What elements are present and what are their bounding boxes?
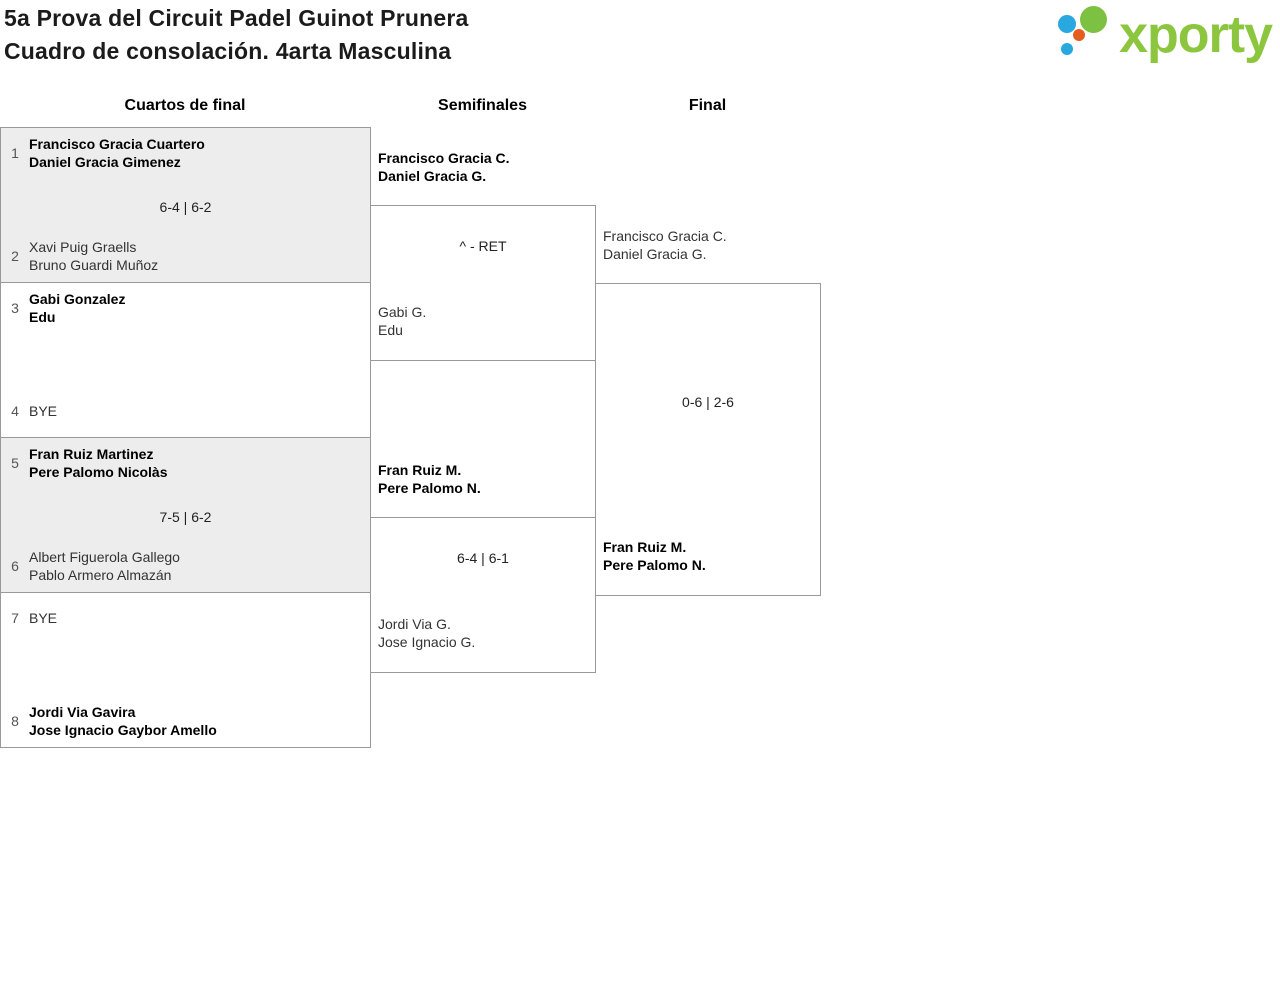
bye-label: BYE <box>29 403 58 419</box>
team-slot-bottom: Fran Ruiz M. Pere Palomo N. <box>603 538 706 574</box>
player-name: Pere Palomo Nicolàs <box>29 464 168 480</box>
team-names: BYE <box>29 609 57 627</box>
player-name: Jose Ignacio G. <box>378 634 476 650</box>
player-name: Francisco Gracia Cuartero <box>29 136 205 152</box>
round-header-quarterfinals: Cuartos de final <box>124 97 246 114</box>
player-name: Pere Palomo N. <box>378 480 481 496</box>
player-name: Xavi Puig Graells <box>29 239 137 255</box>
player-name: Francisco Gracia C. <box>603 228 727 244</box>
team-slot-bottom: Jordi Via G. Jose Ignacio G. <box>378 615 475 651</box>
round-header-semifinals: Semifinales <box>438 97 527 114</box>
seed-number: 6 <box>11 558 19 574</box>
seed-number: 1 <box>11 145 19 161</box>
team-names: Fran Ruiz M. Pere Palomo N. <box>378 461 481 497</box>
semifinal-match-2: Fran Ruiz M. Pere Palomo N. 6-4 | 6-1 Jo… <box>370 462 596 673</box>
player-name: Pablo Armero Almazán <box>29 567 172 583</box>
bye-label: BYE <box>29 610 58 626</box>
match-score: 6-4 | 6-2 <box>159 199 212 215</box>
xporty-logo-icon <box>1057 6 1109 58</box>
page-title-line2: Cuadro de consolación. 4arta Masculina <box>4 38 452 64</box>
final-match: Francisco Gracia C. Daniel Gracia G. 0-6… <box>595 228 821 596</box>
seed-number: 5 <box>11 455 19 471</box>
logo-dot-green-icon <box>1080 6 1108 33</box>
semifinal-match-1: Francisco Gracia C. Daniel Gracia G. ^ -… <box>370 150 596 361</box>
page-title-line1: 5a Prova del Circuit Padel Guinot Pruner… <box>4 5 469 31</box>
round-header-final: Final <box>688 97 727 114</box>
match-score: 7-5 | 6-2 <box>159 509 212 525</box>
team-slot-bottom: 2 Xavi Puig Graells Bruno Guardi Muñoz <box>7 238 364 274</box>
player-name: Daniel Gracia G. <box>378 168 487 184</box>
team-names: Francisco Gracia Cuartero Daniel Gracia … <box>29 135 205 171</box>
xporty-logo-text: xporty <box>1119 6 1273 64</box>
player-name: Albert Figuerola Gallego <box>29 549 180 565</box>
player-name: Daniel Gracia Gimenez <box>29 154 181 170</box>
player-name: Francisco Gracia C. <box>378 150 510 166</box>
team-slot-top: Fran Ruiz M. Pere Palomo N. <box>378 461 481 497</box>
xporty-logo[interactable]: xporty <box>1057 6 1273 64</box>
player-name: Edu <box>378 322 403 338</box>
team-slot-top: 1 Francisco Gracia Cuartero Daniel Graci… <box>7 135 364 171</box>
page-title: 5a Prova del Circuit Padel Guinot Pruner… <box>4 2 469 68</box>
player-name: Daniel Gracia G. <box>603 246 707 262</box>
team-names: Fran Ruiz M. Pere Palomo N. <box>603 538 706 574</box>
player-name: Fran Ruiz M. <box>603 539 687 555</box>
match-score: 0-6 | 2-6 <box>682 394 734 410</box>
player-name: Edu <box>29 309 56 325</box>
match-score: ^ - RET <box>459 238 507 254</box>
player-name: Gabi G. <box>378 304 427 320</box>
team-names: Gabi Gonzalez Edu <box>29 290 125 326</box>
quarterfinal-match-1: 1 Francisco Gracia Cuartero Daniel Graci… <box>0 127 371 283</box>
seed-number: 8 <box>11 713 19 729</box>
player-name: Bruno Guardi Muñoz <box>29 257 159 273</box>
team-names: Gabi G. Edu <box>378 303 426 339</box>
team-names: Francisco Gracia C. Daniel Gracia G. <box>378 149 510 185</box>
seed-number: 4 <box>11 403 19 419</box>
team-slot-bottom: Gabi G. Edu <box>378 303 426 339</box>
player-name: Gabi Gonzalez <box>29 291 126 307</box>
team-names: Albert Figuerola Gallego Pablo Armero Al… <box>29 548 180 584</box>
team-slot-top: Francisco Gracia C. Daniel Gracia G. <box>603 227 727 263</box>
team-slot-top: 7 BYE <box>7 600 364 636</box>
seed-number: 7 <box>11 610 19 626</box>
player-name: Fran Ruiz M. <box>378 462 462 478</box>
quarterfinal-match-3: 5 Fran Ruiz Martinez Pere Palomo Nicolàs… <box>0 437 371 593</box>
team-slot-bottom: 4 BYE <box>7 393 364 429</box>
player-name: Jose Ignacio Gaybor Amello <box>29 722 217 738</box>
player-name: Jordi Via G. <box>378 616 451 632</box>
team-slot-top: 3 Gabi Gonzalez Edu <box>7 290 364 326</box>
team-names: Jordi Via G. Jose Ignacio G. <box>378 615 475 651</box>
team-slot-top: 5 Fran Ruiz Martinez Pere Palomo Nicolàs <box>7 445 364 481</box>
team-slot-bottom: 6 Albert Figuerola Gallego Pablo Armero … <box>7 548 364 584</box>
player-name: Fran Ruiz Martinez <box>29 446 154 462</box>
team-names: BYE <box>29 402 57 420</box>
team-names: Xavi Puig Graells Bruno Guardi Muñoz <box>29 238 158 274</box>
team-names: Jordi Via Gavira Jose Ignacio Gaybor Ame… <box>29 703 217 739</box>
player-name: Pere Palomo N. <box>603 557 706 573</box>
team-names: Francisco Gracia C. Daniel Gracia G. <box>603 227 727 263</box>
team-slot-bottom: 8 Jordi Via Gavira Jose Ignacio Gaybor A… <box>7 703 364 739</box>
player-name: Jordi Via Gavira <box>29 704 136 720</box>
logo-dot-orange-icon <box>1073 29 1086 41</box>
logo-dot-blue-small-icon <box>1061 43 1074 55</box>
team-slot-top: Francisco Gracia C. Daniel Gracia G. <box>378 149 510 185</box>
seed-number: 3 <box>11 300 19 316</box>
logo-dot-blue-icon <box>1058 15 1077 33</box>
quarterfinal-match-2: 3 Gabi Gonzalez Edu 4 BYE <box>0 282 371 438</box>
seed-number: 2 <box>11 248 19 264</box>
team-names: Fran Ruiz Martinez Pere Palomo Nicolàs <box>29 445 168 481</box>
match-score: 6-4 | 6-1 <box>457 550 509 566</box>
quarterfinal-match-4: 7 BYE 8 Jordi Via Gavira Jose Ignacio Ga… <box>0 592 371 748</box>
